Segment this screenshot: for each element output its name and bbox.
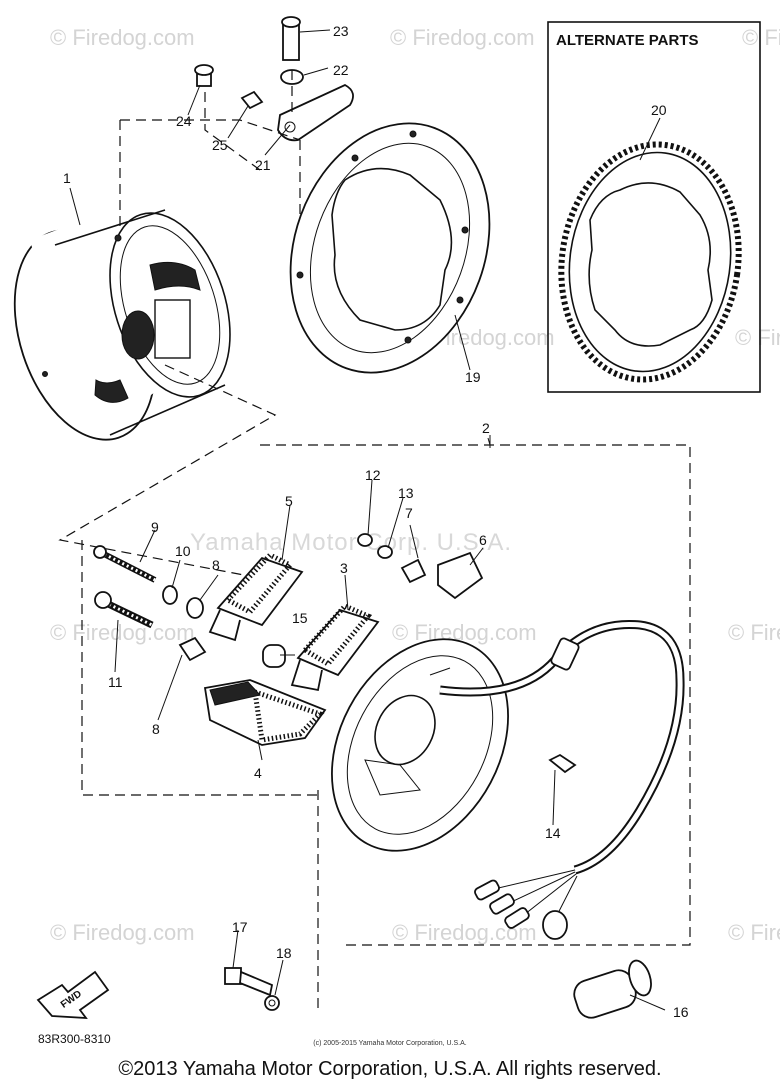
- stator-base: [331, 619, 685, 940]
- watermark: © Firedog.com: [50, 920, 195, 945]
- callout-1: 1: [63, 170, 71, 186]
- coil-4: [203, 679, 327, 746]
- callout-8a: 8: [212, 557, 220, 573]
- callout-16: 16: [673, 1004, 689, 1020]
- callout-18: 18: [276, 945, 292, 961]
- alternate-parts-box: ALTERNATE PARTS: [547, 21, 761, 393]
- watermark: © Firedog.com: [392, 620, 537, 645]
- callout-6: 6: [479, 532, 487, 548]
- watermark: © Firedog.com: [50, 25, 195, 50]
- callout-2: 2: [482, 420, 490, 436]
- callout-24: 24: [176, 113, 192, 129]
- part-code: 83R300-8310: [38, 1032, 111, 1046]
- ring-gear: [558, 141, 742, 383]
- top-fasteners: [194, 16, 354, 142]
- callouts: 1 2 3 4 5 6 7 8 8 9 10 11 12 13 14 15 16…: [38, 23, 689, 1046]
- callout-12: 12: [365, 467, 381, 483]
- watermark: © Firedog.com: [728, 920, 780, 945]
- callout-11: 11: [108, 674, 123, 690]
- callout-5: 5: [285, 493, 293, 509]
- wire-sleeve: [573, 959, 652, 1019]
- watermark: © Firedog.com: [742, 25, 780, 50]
- callout-21: 21: [255, 157, 271, 173]
- callout-15: 15: [292, 610, 308, 626]
- callout-4: 4: [254, 765, 262, 781]
- diagram-copyright: (c) 2005-2015 Yamaha Motor Corporation, …: [313, 1040, 467, 1047]
- callout-14: 14: [545, 825, 561, 841]
- watermark: Yamaha Motor Corp. U.S.A.: [190, 529, 512, 556]
- copyright-footer: ©2013 Yamaha Motor Corporation, U.S.A. A…: [118, 1058, 662, 1080]
- callout-22: 22: [333, 62, 349, 78]
- callout-17: 17: [232, 919, 248, 935]
- coil-5: [208, 551, 304, 642]
- callout-25: 25: [212, 137, 228, 153]
- callout-8b: 8: [152, 721, 160, 737]
- callout-23: 23: [333, 23, 349, 39]
- leader-lines: [69, 29, 666, 1011]
- flywheel-rotor: [13, 195, 231, 441]
- callout-7: 7: [405, 505, 413, 521]
- stator-assembly-box: [81, 435, 691, 1010]
- watermark: © Firedog.com: [50, 620, 195, 645]
- coil-3: [290, 602, 380, 692]
- callout-20: 20: [651, 102, 667, 118]
- forward-arrow: FWD: [36, 970, 110, 1020]
- callout-19: 19: [465, 369, 481, 385]
- callout-9: 9: [151, 519, 159, 535]
- callout-10: 10: [175, 543, 191, 559]
- spacer-15: [262, 644, 286, 668]
- stator-plate: [289, 122, 491, 374]
- alternate-parts-label: ALTERNATE PARTS: [556, 32, 699, 49]
- callout-3: 3: [340, 560, 348, 576]
- bottom-fasteners: [224, 967, 280, 1011]
- watermark: © Firedog.com: [390, 25, 535, 50]
- alternate-parts-frame: [547, 21, 761, 393]
- watermark: © Firedog.com: [735, 325, 780, 350]
- guide-lines: [58, 70, 301, 581]
- coils: [203, 551, 380, 746]
- watermark: © Firedog.com: [728, 620, 780, 645]
- callout-13: 13: [398, 485, 414, 501]
